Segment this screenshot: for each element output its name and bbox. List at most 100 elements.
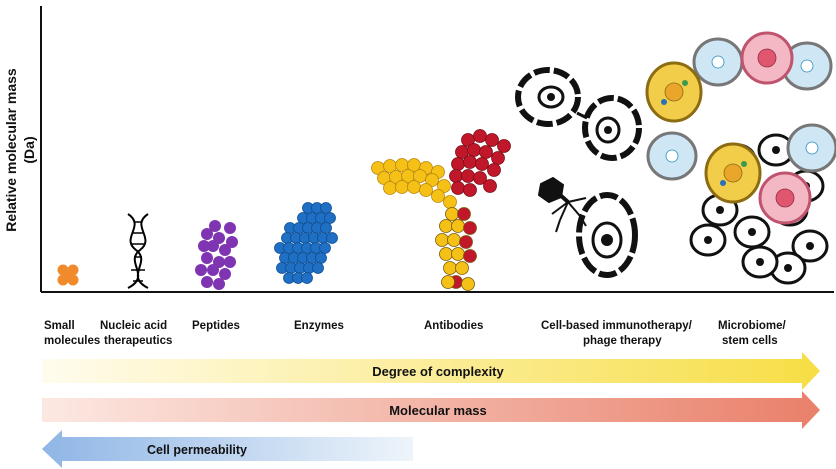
label-enzymes: Enzymes <box>294 320 344 332</box>
antibody-bead-stem <box>451 219 465 233</box>
antibody-bead-light <box>485 133 499 147</box>
antibody-bead-stem <box>461 277 475 291</box>
peptide-bead <box>201 276 213 288</box>
mass-arrow-label: Molecular mass <box>389 403 487 418</box>
cell-nucleus <box>716 206 724 214</box>
cells-and-phage-icon <box>515 67 642 278</box>
cell-gold-organelle <box>741 161 747 167</box>
antibody-bead-light <box>479 145 493 159</box>
cell-gold-organelle <box>682 80 688 86</box>
antibody-bead-stem <box>443 261 457 275</box>
enzyme-bead <box>301 272 313 284</box>
enzyme-bead <box>324 212 336 224</box>
target-cell-icon <box>576 192 638 278</box>
antibody-bead-stem <box>435 233 449 247</box>
peptide-bead <box>219 244 231 256</box>
antibody-bead-stem <box>439 219 453 233</box>
antibody-bead-light <box>473 129 487 143</box>
immune-cell-icon <box>515 67 581 127</box>
antibody-bead-stem <box>445 207 459 221</box>
label-microbiome: Microbiome/ <box>718 320 787 332</box>
antibody-bead-light <box>473 171 487 185</box>
peptide-bead <box>195 264 207 276</box>
peptide-bead <box>201 252 213 264</box>
dna-helix-icon <box>127 213 149 289</box>
enzyme-bead <box>319 242 331 254</box>
label-cell-based-2: phage therapy <box>583 335 662 347</box>
antibody-bead-stem <box>463 249 477 263</box>
cell-nucleus <box>806 242 814 250</box>
peptide-bead <box>219 268 231 280</box>
cell-pink-nucleus <box>775 188 795 208</box>
cell-blue-nucleus <box>711 55 725 69</box>
cell-pink-nucleus <box>757 48 777 68</box>
antibody-bead-heavy <box>425 173 439 187</box>
antibody-bead-stem <box>451 247 465 261</box>
enzyme-bead <box>320 222 332 234</box>
peptide-bead <box>209 220 221 232</box>
antibody-bead-heavy <box>443 195 457 209</box>
mass-arrow: Molecular mass <box>42 391 820 429</box>
small-molecule-cluster <box>57 264 79 286</box>
immune-cell-icon <box>582 95 642 161</box>
enzyme-bead <box>320 202 332 214</box>
antibody-bead-light <box>487 163 501 177</box>
antibody-bead-stem <box>459 235 473 249</box>
antibody-bead-light <box>475 157 489 171</box>
antibody-bead-stem <box>441 275 455 289</box>
antibody-bead-light <box>449 169 463 183</box>
permeability-arrow-label: Cell permeability <box>147 443 247 457</box>
cell-blue-nucleus <box>665 149 679 163</box>
antibody-bead-light <box>451 181 465 195</box>
complexity-arrow: Degree of complexity <box>42 352 820 390</box>
cell-gold-nucleus <box>723 163 743 183</box>
cell-nucleus <box>772 146 780 154</box>
antibody-y-shape <box>371 129 511 291</box>
antibody-bead-stem <box>455 261 469 275</box>
enzyme-bead <box>312 262 324 274</box>
antibody-bead-heavy <box>407 180 421 194</box>
peptide-cluster <box>195 220 238 290</box>
label-peptides: Peptides <box>192 320 240 332</box>
antibody-bead-heavy <box>395 180 409 194</box>
peptide-bead <box>213 278 225 290</box>
cell-collage-icon <box>645 31 836 285</box>
antibody-bead-heavy <box>419 183 433 197</box>
antibody-bead-stem <box>463 221 477 235</box>
category-labels: Small molecules Nucleic acid therapeutic… <box>44 320 787 347</box>
antibody-bead-heavy <box>431 189 445 203</box>
complexity-arrow-label: Degree of complexity <box>372 364 504 379</box>
phage-icon <box>537 176 587 233</box>
peptide-bead <box>198 240 210 252</box>
antibody-bead-light <box>497 139 511 153</box>
antibody-bead-light <box>467 143 481 157</box>
cell-gold-nucleus <box>664 82 684 102</box>
antibody-bead-light <box>461 169 475 183</box>
y-axis-label: Relative molecular mass <box>3 68 19 232</box>
antibody-bead-light <box>451 157 465 171</box>
peptide-bead <box>213 232 225 244</box>
antibody-bead-light <box>463 155 477 169</box>
y-axis-unit: (Da) <box>21 136 37 163</box>
cell-blue-nucleus <box>805 141 819 155</box>
cell-nucleus <box>784 264 792 272</box>
permeability-arrow: Cell permeability <box>42 430 413 468</box>
antibody-bead-stem <box>457 207 471 221</box>
peptide-bead <box>226 236 238 248</box>
enzyme-bead <box>326 232 338 244</box>
label-small-molecules: Small <box>44 320 75 332</box>
antibody-bead-light <box>483 179 497 193</box>
cell-nucleus <box>756 258 764 266</box>
enzyme-cluster <box>274 202 338 284</box>
cell-nucleus <box>748 228 756 236</box>
antibody-bead-heavy <box>437 179 451 193</box>
antibody-bead-stem <box>439 247 453 261</box>
peptide-bead <box>213 256 225 268</box>
antibody-bead-heavy <box>383 181 397 195</box>
cell-gold-organelle <box>720 180 726 186</box>
antibody-bead-light <box>463 183 477 197</box>
antibody-bead-stem <box>447 233 461 247</box>
antibody-bead-light <box>491 151 505 165</box>
label-nucleic-acid-2: therapeutics <box>104 335 172 347</box>
